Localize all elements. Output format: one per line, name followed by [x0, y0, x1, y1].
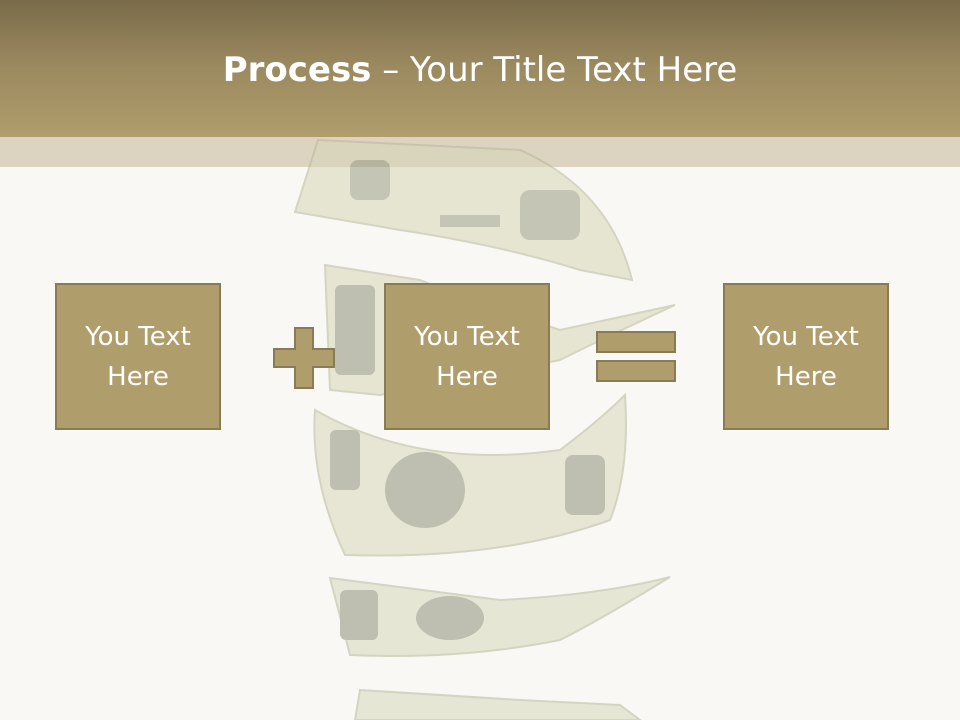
title-rest: – Your Title Text Here	[371, 50, 738, 90]
process-box-3-text: You Text Here	[753, 321, 859, 392]
process-box-1[interactable]: You Text Here	[55, 283, 221, 430]
process-box-2-text: You Text Here	[414, 321, 520, 392]
bill-1-detail	[350, 160, 580, 240]
header-band	[0, 0, 960, 137]
slide-title: Process – Your Title Text Here	[0, 50, 960, 90]
title-bold: Process	[222, 50, 372, 90]
bill-1	[293, 138, 634, 282]
plus-icon	[273, 327, 335, 389]
bill-2-detail	[335, 285, 375, 375]
process-box-1-text: You Text Here	[85, 321, 191, 392]
bill-3-detail	[330, 430, 605, 528]
process-box-2[interactable]: You Text Here	[384, 283, 550, 430]
bill-4	[328, 576, 671, 657]
process-box-3[interactable]: You Text Here	[723, 283, 889, 430]
equals-icon	[596, 331, 676, 382]
bill-3	[313, 392, 627, 557]
bill-4-detail	[340, 590, 484, 640]
bill-5	[353, 688, 642, 720]
